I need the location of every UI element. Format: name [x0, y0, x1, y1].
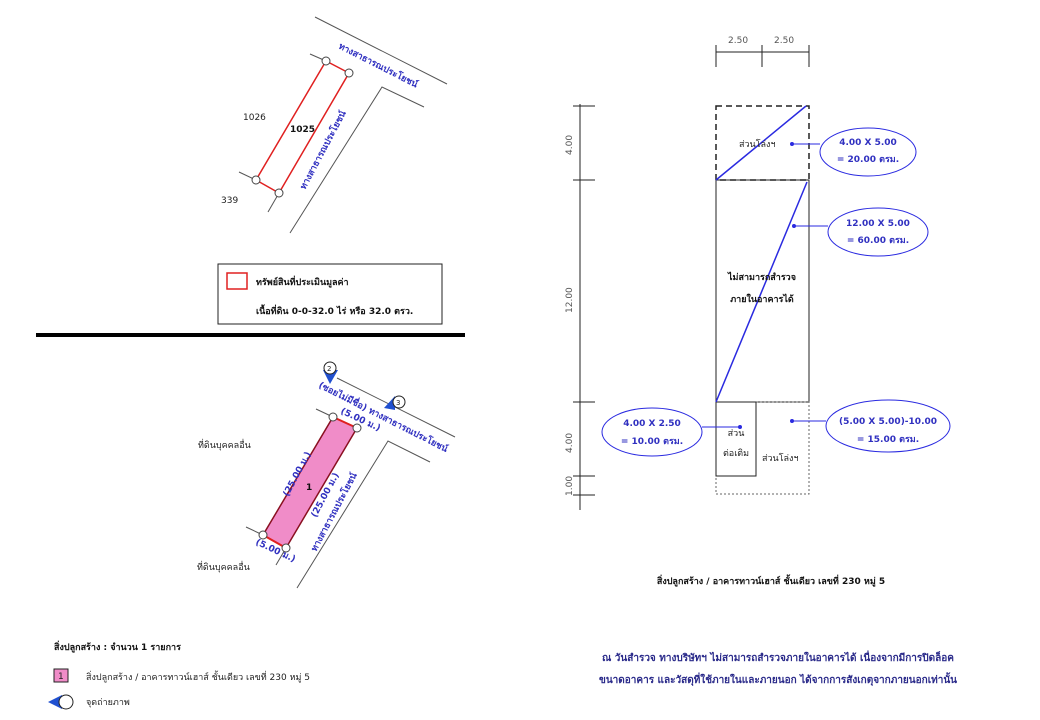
legend-area: เนื้อที่ดิน 0-0-32.0 ไร่ หรือ 32.0 ตรว.	[256, 304, 413, 317]
floor-plan-caption: สิ่งปลูกสร้าง / อาคารทาวน์เฮาส์ ชั้นเดีย…	[656, 574, 885, 587]
calc-line: = 15.00 ตรม.	[857, 435, 919, 445]
dim-left: 1.00	[565, 476, 575, 496]
legend-title: สิ่งปลูกสร้าง : จำนวน 1 รายการ	[53, 640, 181, 653]
zone-label: ไม่สามารถสำรวจ	[727, 271, 796, 283]
area-callout-text: 4.00 X 5.00 = 20.00 ตรม. 12.00 X 5.00 = …	[621, 138, 937, 447]
parcel-label-1025: 1025	[290, 125, 315, 135]
boundary-marker	[281, 543, 291, 553]
road-edge	[289, 86, 425, 234]
calc-line: 4.00 X 2.50	[623, 419, 681, 429]
legend-label: ทรัพย์สินที่ประเมินมูลค่า	[256, 275, 349, 288]
site-map: ทางสาธารณประโยชน์ ทางสาธารณประโยชน์ 1026…	[217, 16, 448, 325]
camera-point-number: 3	[396, 399, 400, 407]
boundary-marker	[251, 175, 261, 185]
legend-item-label: สิ่งปลูกสร้าง / อาคารทาวน์เฮาส์ ชั้นเดีย…	[86, 670, 310, 683]
boundary-marker	[344, 68, 354, 78]
zone-label: ส่วน	[728, 429, 745, 439]
extension-area	[715, 401, 757, 477]
road-edge	[296, 440, 431, 589]
calc-line: (5.00 X 5.00)-10.00	[839, 417, 937, 427]
boundary-marker	[352, 423, 362, 433]
legend-swatch	[226, 272, 248, 290]
camera-point-number: 2	[327, 365, 331, 373]
boundary-marker	[274, 188, 284, 198]
parcel-label-339: 339	[221, 196, 238, 206]
calc-line: = 10.00 ตรม.	[621, 437, 683, 447]
dim-left: 4.00	[565, 433, 575, 453]
calc-line: 12.00 X 5.00	[846, 219, 910, 229]
calc-line: = 20.00 ตรม.	[837, 155, 899, 165]
neighbor-label: ที่ดินบุคคลอื่น	[198, 438, 251, 451]
legend-box	[217, 263, 443, 325]
open-area-back	[715, 401, 810, 495]
camera-icon	[48, 695, 62, 709]
camera-legend-label: จุดถ่ายภาพ	[86, 698, 130, 708]
legend-item-swatch	[53, 668, 69, 683]
legend-item-number: 1	[58, 672, 64, 682]
boundary-marker	[328, 412, 338, 422]
floor-plan	[573, 45, 810, 510]
camera-point-2: 2	[323, 361, 338, 384]
survey-note: ขนาดอาคาร และวัสดุที่ใช้ภายในและภายนอก ไ…	[599, 672, 957, 686]
building-number: 1	[306, 483, 312, 493]
structure-legend: สิ่งปลูกสร้าง : จำนวน 1 รายการ 1 สิ่งปลู…	[48, 640, 310, 710]
building-map: 1 (ซอยไม่มีชื่อ) ทางสาธารณประโยชน์ ทางสา…	[197, 361, 456, 589]
dim-left: 12.00	[565, 287, 575, 313]
floor-plan-labels: 2.50 2.50 4.00 12.00 4.00 1.00 ส่วนโล่งฯ…	[565, 36, 799, 496]
boundary-marker	[321, 56, 331, 66]
road-edge	[314, 16, 448, 85]
boundary-marker	[258, 530, 268, 540]
main-building	[715, 179, 810, 403]
dim-left: 4.00	[565, 135, 575, 155]
parcel-label-1026: 1026	[243, 113, 266, 123]
neighbor-label: ที่ดินบุคคลอื่น	[197, 560, 250, 573]
road-label-top: ทางสาธารณประโยชน์	[337, 40, 421, 91]
zone-label: ส่วนโล่งฯ	[739, 139, 776, 150]
zone-label: ภายในอาคารได้	[730, 293, 794, 305]
area-callouts	[601, 127, 951, 457]
survey-note: ณ วันสำรวจ ทางบริษัทฯ ไม่สามารถสำรวจภายใ…	[602, 650, 954, 664]
zone-label: ส่วนโล่งฯ	[762, 453, 799, 464]
dim-top: 2.50	[774, 36, 794, 46]
zone-label: ต่อเติม	[723, 448, 749, 459]
calc-line: = 60.00 ตรม.	[847, 236, 909, 246]
calc-line: 4.00 X 5.00	[839, 138, 897, 148]
dim-top: 2.50	[728, 36, 748, 46]
camera-point-3: 3	[384, 395, 406, 410]
